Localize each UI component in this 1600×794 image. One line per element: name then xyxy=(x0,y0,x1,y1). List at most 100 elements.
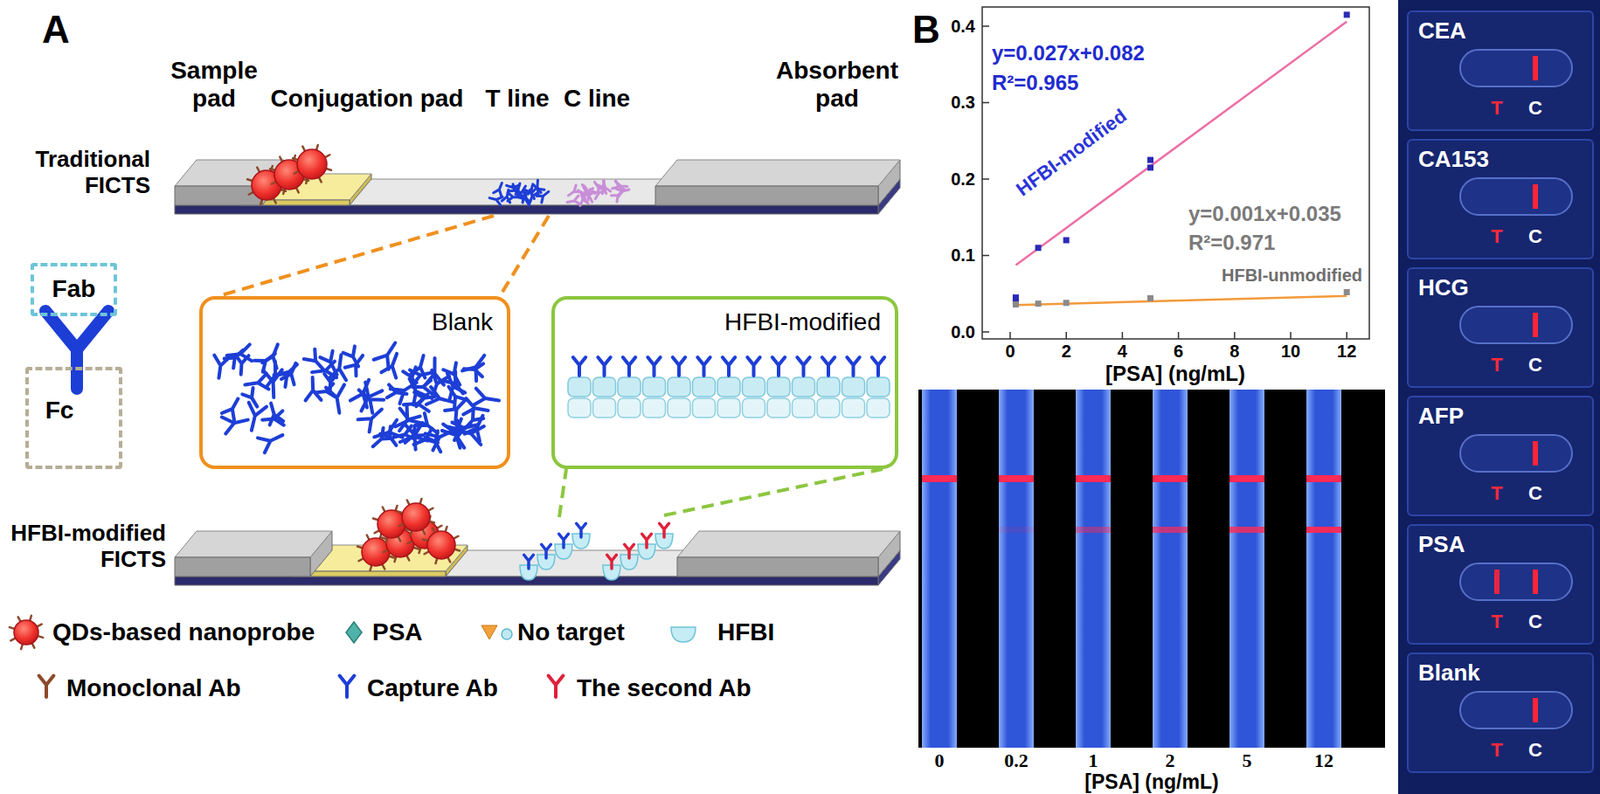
qd-nanoprobe xyxy=(401,503,430,532)
hfbi-layer xyxy=(643,398,666,418)
nanoprobe-antibody xyxy=(406,555,409,561)
panel-letter-slot: A xyxy=(41,7,70,53)
nanoprobe-antibody xyxy=(32,643,35,648)
hfbi-layer xyxy=(866,398,890,418)
absorbent-pad xyxy=(655,159,901,187)
y-tick-label: 0.2 xyxy=(950,169,976,190)
node-title-slot: Blank xyxy=(431,308,493,337)
node-title-slot: Blank xyxy=(1418,660,1481,687)
concentration-label: 2 xyxy=(1165,749,1176,772)
nanoprobe-antibody xyxy=(374,530,380,534)
nanoprobe-antibody xyxy=(422,529,425,534)
data-point xyxy=(1147,295,1154,302)
nanoprobe-antibody xyxy=(445,526,448,533)
fit-r-squared: R²=0.971 xyxy=(1188,230,1275,256)
random-antibody xyxy=(374,338,403,370)
nanoprobe-antibody xyxy=(422,539,429,541)
part-label-slot: C line xyxy=(563,84,631,113)
oriented-antibody xyxy=(796,357,810,376)
random-antibody xyxy=(221,395,244,421)
nanoprobe-antibody xyxy=(273,198,277,203)
nanoprobe-antibody xyxy=(302,146,305,152)
line-letter-slot: C xyxy=(1528,739,1543,762)
nanoprobe-antibody xyxy=(382,507,386,513)
oriented-antibody xyxy=(772,357,785,376)
oriented-antibody xyxy=(597,357,610,376)
strip-label-slot: Traditional FICTS xyxy=(1,146,151,200)
random-antibody xyxy=(350,376,378,409)
axis-tick xyxy=(982,25,990,28)
no-target-symbol xyxy=(501,629,513,640)
random-antibody xyxy=(402,367,423,390)
random-antibody xyxy=(425,358,444,386)
nanoprobe-antibody xyxy=(447,557,451,562)
concentration-label-slot: 1 xyxy=(1088,749,1099,772)
sample-pad xyxy=(174,557,311,577)
concentration-label-slot: 0 xyxy=(935,749,945,772)
antibody-symbol xyxy=(45,311,109,389)
node-title: AFP xyxy=(1418,403,1464,430)
random-antibody xyxy=(463,362,484,378)
control-antibody xyxy=(596,180,610,196)
random-antibody xyxy=(325,384,349,415)
part-label: Sample pad xyxy=(162,56,266,113)
part-label-slot: Conjugation pad xyxy=(270,84,465,113)
line-letter-slot: T xyxy=(1490,610,1503,633)
nanoprobe-antibody xyxy=(318,177,322,182)
node-title: CA153 xyxy=(1418,146,1490,174)
control-line xyxy=(1532,441,1538,466)
line-letter-slot: T xyxy=(1490,96,1503,119)
hfbi-layer xyxy=(817,377,840,397)
oriented-antibody xyxy=(747,357,760,376)
series-label: HFBI-modified xyxy=(1011,104,1131,201)
concentration-label-slot: 2 xyxy=(1165,749,1176,772)
x-tick-label: 12 xyxy=(1336,341,1357,362)
hfbi-layer xyxy=(717,377,741,397)
test-cassette: CA153TC xyxy=(1406,138,1594,260)
y-tick-label-slot: 0.2 xyxy=(950,169,976,190)
oriented-antibody xyxy=(822,357,835,376)
nanoprobe-antibody xyxy=(249,192,254,195)
second-antibody-symbol xyxy=(548,676,564,699)
test-line xyxy=(1494,569,1500,595)
second-antibody xyxy=(659,523,670,538)
capture-antibody xyxy=(536,188,552,203)
random-antibody xyxy=(311,361,337,381)
nanoprobe-antibody xyxy=(429,521,435,524)
sample-pad xyxy=(174,531,333,558)
nanoprobe-antibody xyxy=(394,556,396,562)
random-antibody xyxy=(443,362,466,388)
concentration-label-slot: 5 xyxy=(1242,749,1253,772)
random-antibody xyxy=(221,411,250,434)
random-antibody xyxy=(463,398,490,419)
x-tick-label-slot: 0 xyxy=(1004,341,1015,362)
qd-nanoprobe xyxy=(361,538,390,567)
nanoprobe-antibody xyxy=(247,179,253,181)
x-tick-label: 0 xyxy=(1004,341,1015,362)
control-line xyxy=(1152,475,1188,483)
control-antibody xyxy=(581,186,596,198)
data-point xyxy=(1147,164,1154,171)
test-strip-photo xyxy=(1229,389,1265,749)
oriented-antibody xyxy=(747,357,760,376)
nanoprobe-antibody xyxy=(424,551,430,555)
concentration-label-slot: 0.2 xyxy=(1004,749,1029,772)
capture-antibody-symbol xyxy=(339,676,355,699)
blank-zoom-box: Blank xyxy=(199,296,511,470)
axis-tick xyxy=(1233,332,1236,340)
part-label: Absorbent pad xyxy=(767,56,908,113)
oriented-antibody xyxy=(597,357,610,376)
concentration-label: 12 xyxy=(1314,749,1334,772)
line-letter: T xyxy=(1490,353,1503,376)
fit-equation: y=0.001x+0.035 xyxy=(1188,201,1342,227)
random-antibody xyxy=(367,428,393,452)
control-line xyxy=(1532,698,1538,723)
random-antibody xyxy=(257,428,286,453)
capture-antibody-symbol xyxy=(339,676,355,699)
nanoprobe-antibody xyxy=(296,187,299,193)
nanoprobe-antibody xyxy=(37,636,43,638)
axis-tick xyxy=(1177,332,1180,340)
nanoprobe-antibody xyxy=(383,549,388,553)
concentration-label: 0.2 xyxy=(1004,749,1029,772)
fc-bracket: Fc xyxy=(25,367,123,470)
